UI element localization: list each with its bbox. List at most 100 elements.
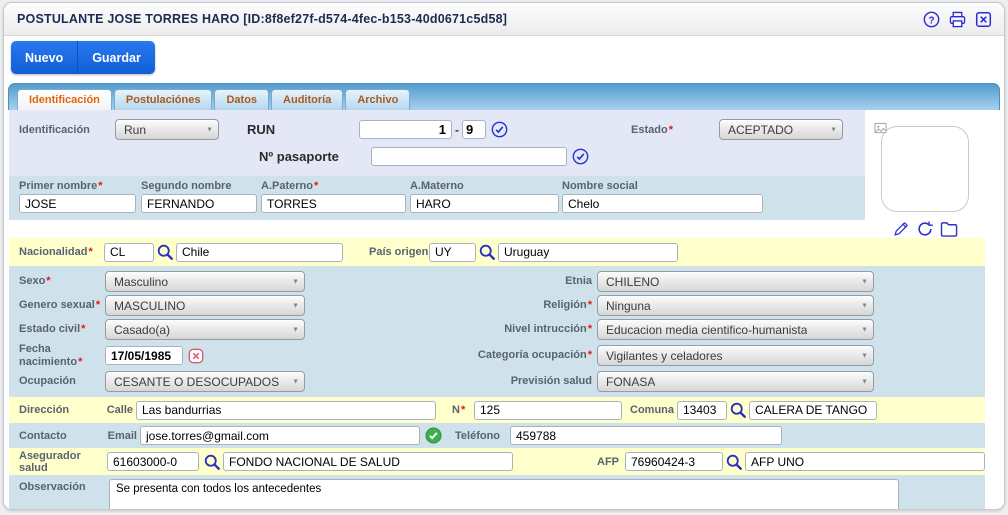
tab-auditoria[interactable]: Auditoría (271, 89, 344, 110)
sexo-value: Masculino (114, 274, 169, 289)
nacionalidad-code-input[interactable] (104, 242, 154, 262)
fecha-nacimiento-input[interactable] (105, 346, 183, 366)
tab-datos[interactable]: Datos (214, 89, 270, 110)
estado-select[interactable]: ACEPTADO ▼ (719, 119, 843, 140)
asegurador-search-icon[interactable] (203, 453, 221, 471)
categoria-ocupacion-select[interactable]: Vigilantes y celadores ▼ (597, 345, 874, 367)
photo-actions (865, 220, 985, 238)
contact-section: Contacto Email Teléfono (9, 423, 985, 449)
prevision-salud-select[interactable]: FONASA▼ (597, 371, 874, 393)
required-marker: * (587, 349, 592, 362)
required-marker: * (88, 246, 93, 258)
primer-nombre-input[interactable] (19, 194, 136, 213)
dropdown-arrow-icon: ▼ (830, 126, 837, 133)
run-label: RUN (247, 122, 276, 137)
asegurador-name-input[interactable] (223, 452, 513, 472)
telefono-input[interactable] (510, 426, 782, 446)
folder-icon[interactable] (940, 221, 959, 237)
prevision-salud-value: FONASA (606, 374, 656, 389)
apellido-paterno-label: A.Paterno* (261, 180, 319, 192)
nacionalidad-label: Nacionalidad* (19, 246, 93, 258)
estado-civil-select[interactable]: Casado(a) ▼ (105, 319, 305, 340)
genero-sexual-select[interactable]: MASCULINO▼ (105, 295, 305, 316)
categoria-ocupacion-value: Vigilantes y celadores (606, 348, 723, 363)
date-clear-icon[interactable] (188, 348, 204, 364)
email-input[interactable] (140, 426, 420, 446)
prevision-salud-label: Previsión salud (510, 375, 592, 388)
dropdown-arrow-icon: ▼ (861, 278, 868, 285)
comuna-label: Comuna (630, 404, 674, 417)
dropdown-arrow-icon: ▼ (861, 352, 868, 360)
run-number-input[interactable] (359, 120, 452, 139)
guardar-button[interactable]: Guardar (78, 41, 155, 74)
afp-code-input[interactable] (625, 452, 723, 472)
nivel-instruccion-select[interactable]: Educacion media cientifico-humanista▼ (597, 319, 874, 340)
estado-label: Estado* (631, 123, 673, 136)
pencil-icon[interactable] (892, 220, 910, 238)
etnia-label: Etnia (565, 275, 592, 288)
run-dv-input[interactable] (462, 120, 486, 139)
titlebar-icons: ? (923, 11, 992, 28)
titlebar: POSTULANTE JOSE TORRES HARO [ID:8f8ef27f… (4, 3, 1004, 36)
religion-select[interactable]: Ninguna▼ (597, 295, 874, 316)
tipo-identificacion-select[interactable]: Run ▼ (115, 119, 219, 140)
numero-input[interactable] (474, 400, 622, 420)
required-marker: * (587, 323, 592, 336)
religion-label: Religión* (543, 299, 592, 312)
afp-search-icon[interactable] (725, 453, 743, 471)
required-marker: * (668, 123, 673, 136)
asegurador-code-input[interactable] (107, 452, 199, 472)
tab-archivo[interactable]: Archivo (345, 89, 411, 110)
ocupacion-select[interactable]: CESANTE O DESOCUPADOS▼ (105, 371, 305, 393)
nacionalidad-name-input[interactable] (176, 242, 343, 262)
required-marker: * (78, 355, 83, 368)
tab-postulaciones[interactable]: Postulaciónes (113, 89, 213, 110)
refresh-icon[interactable] (916, 220, 934, 238)
photo-frame (881, 126, 969, 212)
comuna-code-input[interactable] (677, 400, 727, 420)
dropdown-arrow-icon: ▼ (861, 302, 868, 309)
estado-civil-value: Casado(a) (114, 322, 171, 337)
dropdown-arrow-icon: ▼ (861, 326, 868, 333)
pasaporte-label: Nº pasaporte (259, 149, 339, 164)
observacion-textarea[interactable]: Se presenta con todos los antecedentes (109, 479, 899, 509)
comuna-name-input[interactable] (749, 400, 877, 420)
comuna-search-icon[interactable] (729, 401, 747, 419)
help-icon[interactable]: ? (923, 11, 940, 28)
nombre-social-input[interactable] (562, 194, 763, 213)
apellido-paterno-input[interactable] (261, 194, 406, 213)
sexo-select[interactable]: Masculino▼ (105, 271, 305, 292)
nombre-social-label: Nombre social (562, 180, 638, 192)
apellido-materno-input[interactable] (410, 194, 559, 213)
asegurador-salud-label: Asegurador salud (19, 449, 81, 474)
direccion-label: Dirección (19, 404, 70, 417)
pais-origen-name-input[interactable] (498, 242, 678, 262)
print-icon[interactable] (948, 11, 967, 28)
pasaporte-input[interactable] (371, 147, 567, 166)
estado-value: ACEPTADO (728, 122, 794, 137)
svg-text:?: ? (928, 15, 934, 26)
ocupacion-label: Ocupación (19, 375, 76, 388)
tab-identificacion[interactable]: Identificación (17, 89, 112, 110)
etnia-select[interactable]: CHILENO▼ (597, 271, 874, 292)
photo-box (865, 110, 985, 238)
pasaporte-validate-icon[interactable] (572, 148, 589, 165)
close-icon[interactable] (975, 11, 992, 28)
genero-sexual-value: MASCULINO (114, 298, 186, 313)
page-title: POSTULANTE JOSE TORRES HARO [ID:8f8ef27f… (17, 12, 508, 26)
pais-origen-code-input[interactable] (429, 242, 476, 262)
pais-origen-search-icon[interactable] (478, 243, 496, 261)
observacion-label: Observación (19, 481, 86, 494)
calle-input[interactable] (136, 400, 436, 420)
identification-section: Identificación Run ▼ RUN - Estado* (9, 110, 865, 176)
sexo-label: Sexo* (19, 275, 51, 288)
required-marker: * (98, 180, 103, 192)
pais-origen-label: País origen (369, 246, 429, 258)
segundo-nombre-input[interactable] (141, 194, 257, 213)
afp-name-input[interactable] (745, 452, 985, 472)
calle-label: Calle (106, 404, 133, 417)
nuevo-button[interactable]: Nuevo (11, 41, 79, 74)
run-validate-icon[interactable] (491, 121, 508, 138)
dropdown-arrow-icon: ▼ (292, 326, 299, 333)
nacionalidad-search-icon[interactable] (156, 243, 174, 261)
